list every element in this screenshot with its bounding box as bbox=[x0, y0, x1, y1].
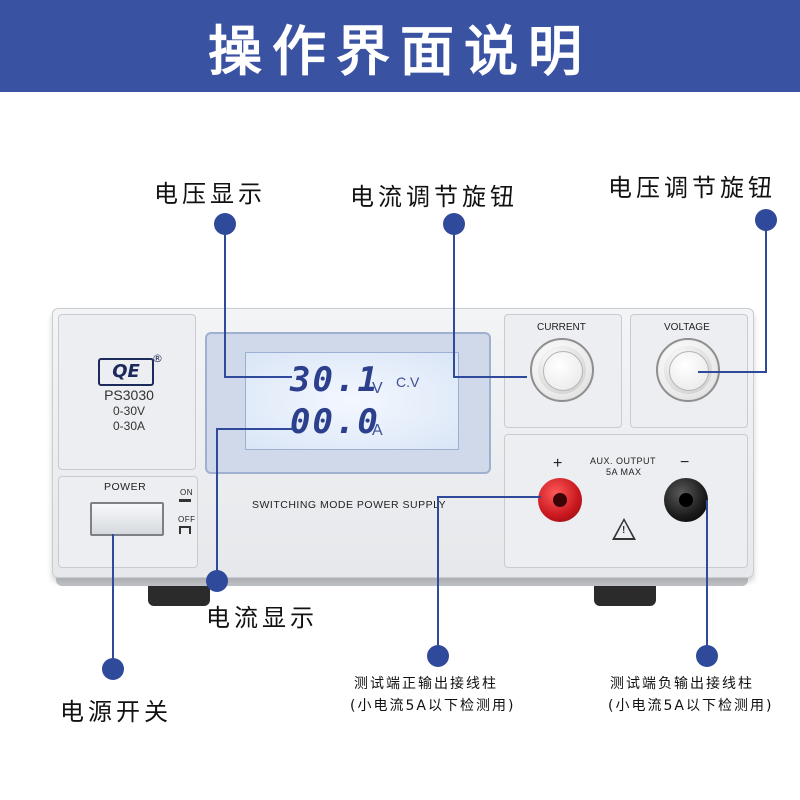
current-display-line-h bbox=[216, 428, 294, 430]
current-knob-line bbox=[453, 224, 455, 376]
off-label: OFF bbox=[178, 515, 196, 524]
model-number: PS3030 bbox=[104, 387, 154, 403]
current-unit: A bbox=[372, 422, 383, 439]
mode-indicator: C.V bbox=[396, 374, 420, 390]
current-knob-callout-label: 电流调节旋钮 bbox=[350, 183, 518, 211]
current-readout: 00.0 bbox=[290, 402, 380, 442]
terminal-hole bbox=[679, 493, 693, 507]
device-foot-right bbox=[594, 584, 656, 606]
voltage-knob-callout-label: 电压调节旋钮 bbox=[608, 174, 776, 202]
current-knob-line-h bbox=[453, 376, 527, 378]
current-knob-dot bbox=[443, 213, 465, 235]
negative-terminal-note: (小电流5A以下检测用) bbox=[608, 698, 774, 714]
voltage-range: 0-30V bbox=[112, 404, 146, 418]
positive-terminal-label: 测试端正输出接线柱 bbox=[354, 676, 498, 692]
power-switch-button[interactable] bbox=[90, 502, 164, 536]
minus-sign: − bbox=[680, 454, 690, 471]
power-switch-line bbox=[112, 534, 114, 668]
negative-terminal[interactable] bbox=[664, 478, 708, 522]
voltage-display-line bbox=[224, 224, 226, 376]
current-adjust-knob[interactable] bbox=[530, 338, 594, 402]
voltage-display-line-h bbox=[224, 376, 292, 378]
plus-sign: + bbox=[553, 455, 563, 472]
current-display-dot bbox=[206, 570, 228, 592]
negative-terminal-dot bbox=[696, 645, 718, 667]
power-switch-dot bbox=[102, 658, 124, 680]
brand-panel bbox=[58, 314, 196, 470]
negative-terminal-line bbox=[706, 500, 708, 654]
voltage-unit: V bbox=[372, 380, 383, 397]
voltage-adjust-knob[interactable] bbox=[656, 338, 720, 402]
registered-mark: ® bbox=[152, 352, 163, 365]
knob-cap bbox=[543, 351, 583, 391]
brand-logo: QE bbox=[98, 358, 154, 386]
positive-terminal-line-h bbox=[437, 496, 541, 498]
negative-terminal-label: 测试端负输出接线柱 bbox=[610, 676, 754, 692]
switching-mode-text: SWITCHING MODE POWER SUPPLY bbox=[252, 499, 447, 511]
warning-icon-inner bbox=[615, 521, 633, 538]
lcd-screen bbox=[245, 352, 459, 450]
aux-output-max: 5A MAX bbox=[606, 467, 642, 477]
terminal-hole bbox=[553, 493, 567, 507]
header-banner: 操作界面说明 bbox=[0, 0, 800, 92]
power-label: POWER bbox=[104, 481, 147, 493]
current-knob-label: CURRENT bbox=[537, 322, 586, 333]
positive-terminal-dot bbox=[427, 645, 449, 667]
aux-output-label: AUX. OUTPUT bbox=[590, 456, 657, 466]
power-switch-label: 电源开关 bbox=[60, 698, 172, 726]
positive-terminal[interactable] bbox=[538, 478, 582, 522]
positive-terminal-note: (小电流5A以下检测用) bbox=[350, 698, 516, 714]
current-range: 0-30A bbox=[112, 419, 146, 433]
voltage-knob-dot bbox=[755, 209, 777, 231]
voltage-display-label: 电压显示 bbox=[154, 180, 266, 208]
warning-icon: ! bbox=[612, 518, 636, 540]
on-indicator bbox=[179, 499, 191, 502]
device-foot-left bbox=[148, 584, 210, 606]
off-indicator bbox=[179, 526, 191, 534]
voltage-readout: 30.1 bbox=[290, 360, 380, 400]
positive-terminal-line bbox=[437, 496, 439, 654]
page-title: 操作界面说明 bbox=[208, 19, 592, 83]
current-display-label: 电流显示 bbox=[206, 604, 318, 632]
voltage-knob-label: VOLTAGE bbox=[664, 322, 710, 333]
current-display-line bbox=[216, 428, 218, 580]
on-label: ON bbox=[180, 488, 193, 497]
warning-exclamation: ! bbox=[622, 525, 626, 536]
voltage-display-dot bbox=[214, 213, 236, 235]
voltage-knob-line bbox=[765, 220, 767, 372]
voltage-knob-line-h bbox=[698, 371, 767, 373]
